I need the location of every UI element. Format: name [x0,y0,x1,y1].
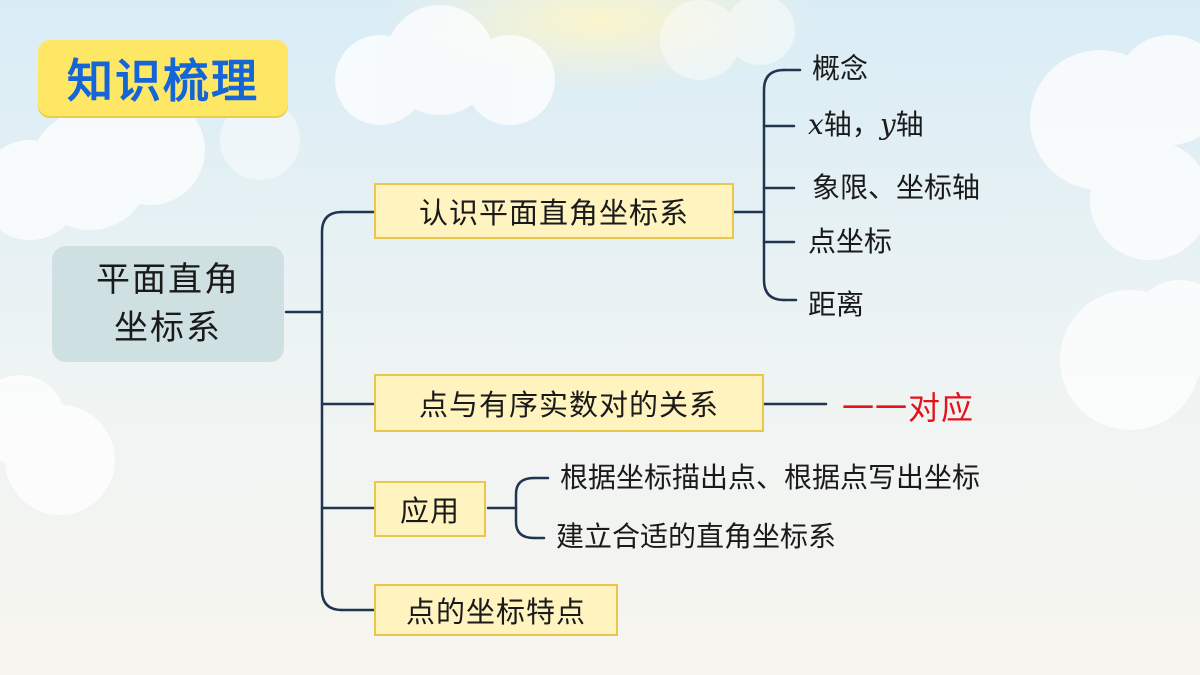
root-node: 平面直角 坐标系 [52,246,284,362]
page-title: 知识梳理 [67,54,259,108]
branch-node-point-ordered-pair: 点与有序实数对的关系 [374,374,764,432]
branch-node-recognize-coordinate-system: 认识平面直角坐标系 [374,183,734,239]
branch-label: 认识平面直角坐标系 [418,196,689,230]
leaf-quadrants-axes: 象限、坐标轴 [812,171,981,204]
root-label-line2: 坐标系 [114,308,222,348]
branch-label: 点与有序实数对的关系 [418,388,719,422]
x-variable: x [808,108,824,141]
branch-label: 点的坐标特点 [405,595,586,629]
axes-mid-text: 轴， [823,108,880,141]
leaf-one-to-one: 一一对应 [842,389,975,427]
branch-node-coordinate-features: 点的坐标特点 [374,584,618,636]
y-variable: y [879,108,896,141]
axes-end-text: 轴 [895,108,924,141]
branch-label: 应用 [399,494,460,528]
root-label-line1: 平面直角 [96,260,240,300]
leaf-axes: x轴，y轴 [808,108,924,142]
leaf-distance: 距离 [808,288,865,321]
leaf-point-coordinates: 点坐标 [808,225,893,258]
leaf-concept: 概念 [812,52,869,85]
leaf-plot-and-read-points: 根据坐标描出点、根据点写出坐标 [560,461,981,494]
leaf-build-coordinate-system: 建立合适的直角坐标系 [556,520,837,553]
branch-node-application: 应用 [374,481,486,537]
title-badge: 知识梳理 [38,40,288,116]
